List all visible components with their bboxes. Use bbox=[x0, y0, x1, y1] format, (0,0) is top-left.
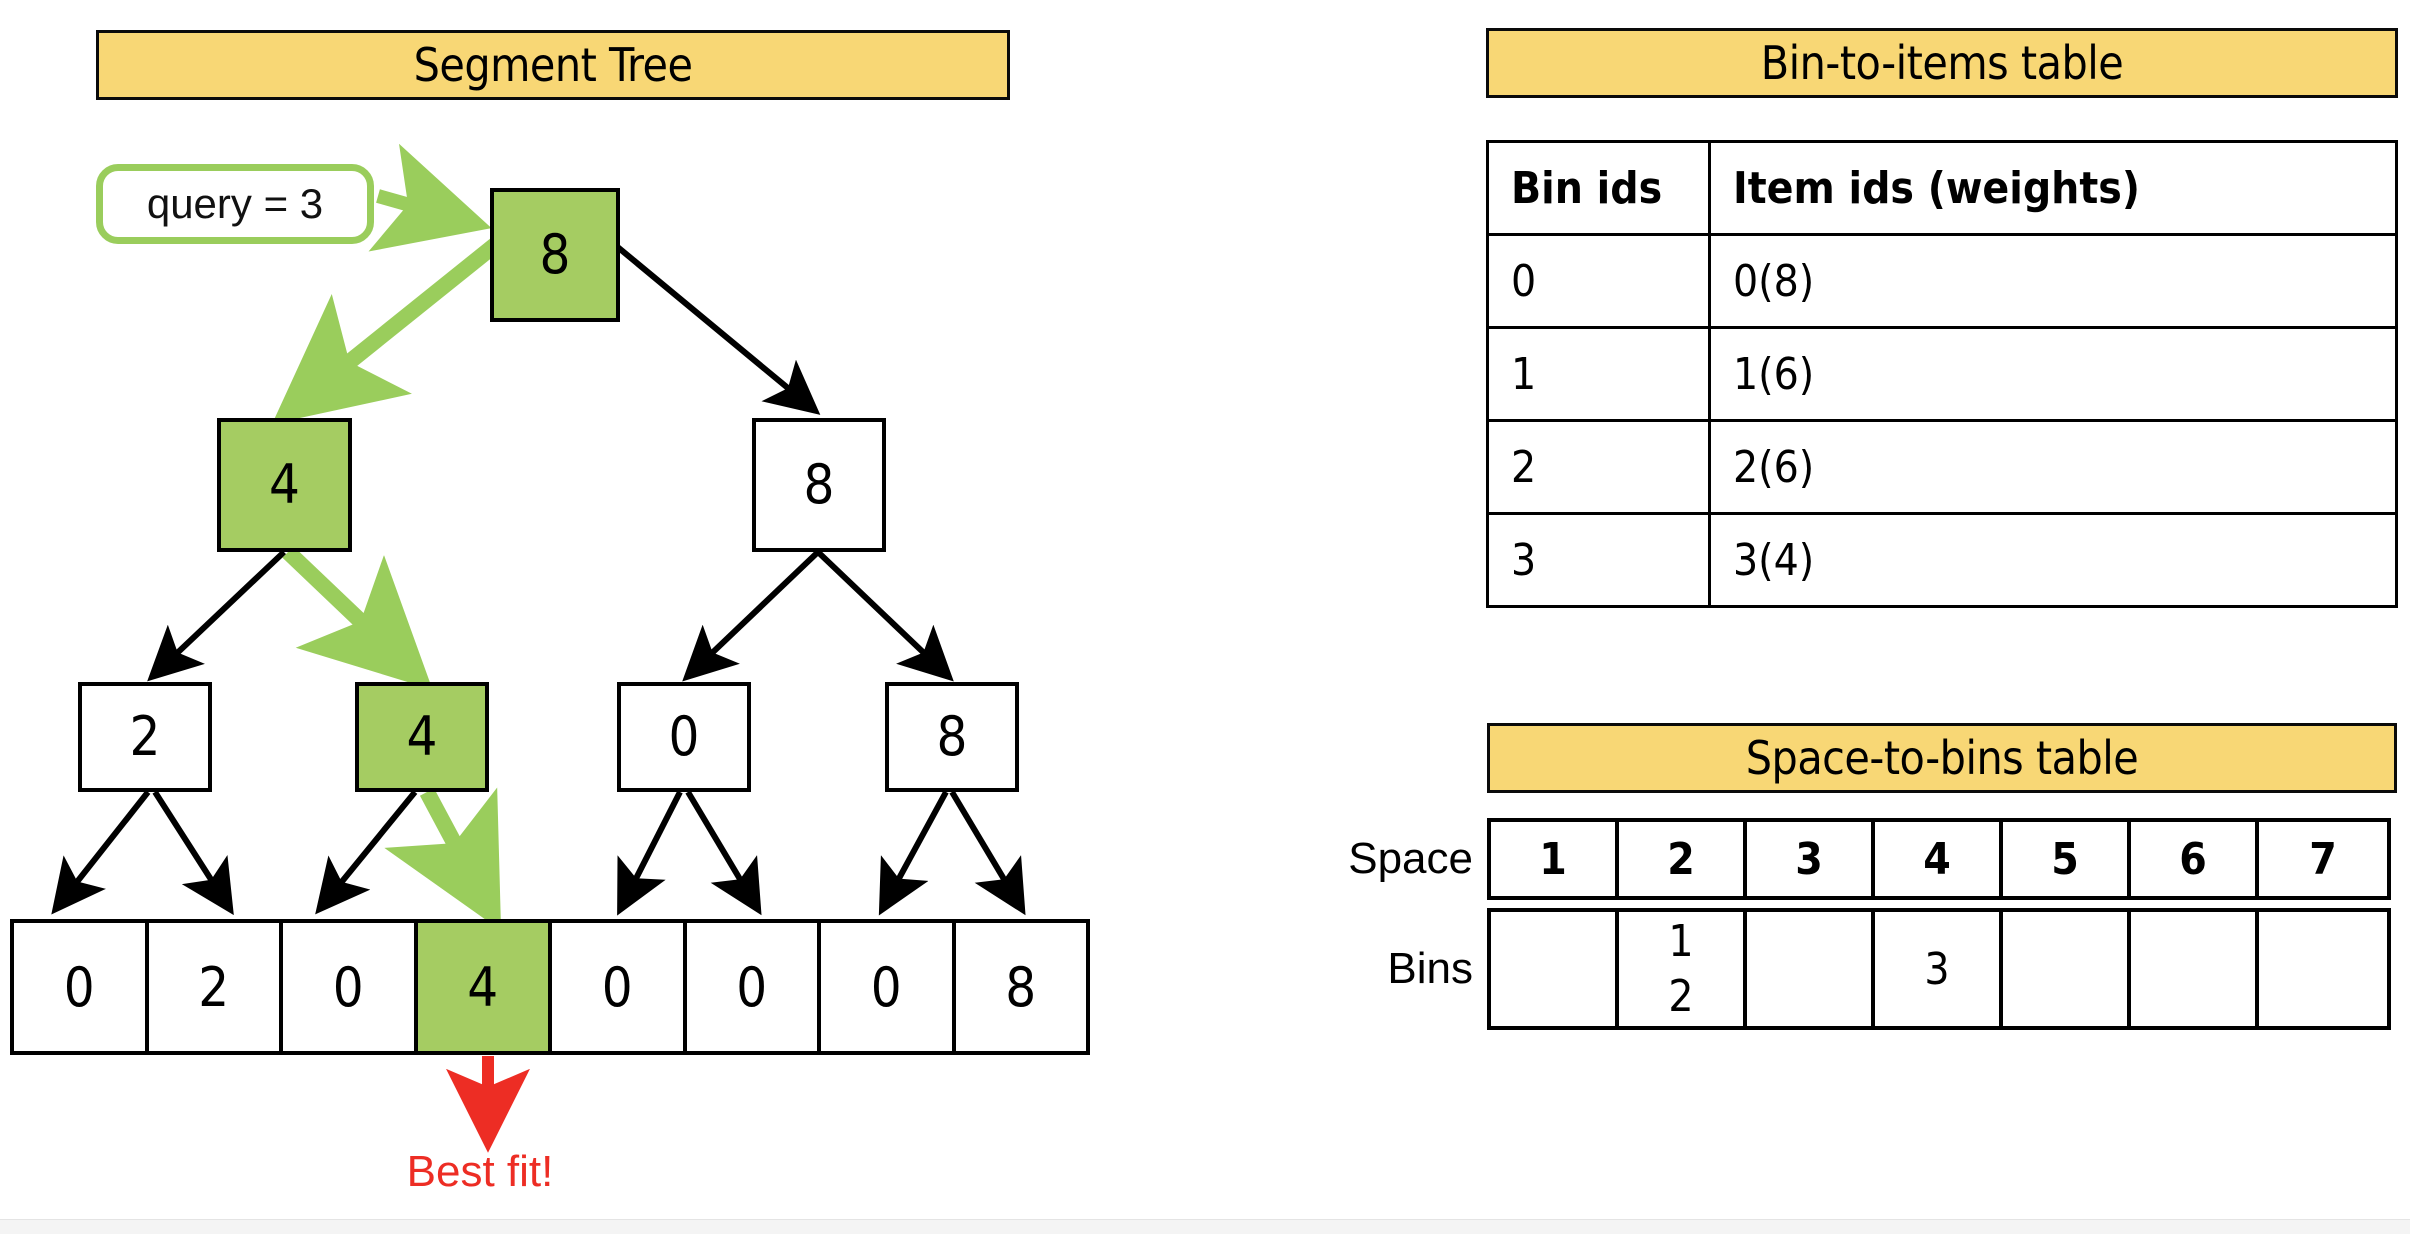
leaf-cell-6[interactable]: 0 bbox=[821, 923, 956, 1051]
tree-node-l2-2[interactable]: 0 bbox=[617, 682, 751, 792]
space-cell-3[interactable]: 3 bbox=[1747, 822, 1875, 896]
leaf-array: 0 2 0 4 0 0 0 8 bbox=[10, 919, 1090, 1055]
leaf-cell-7[interactable]: 8 bbox=[955, 923, 1086, 1051]
edge-node8-to-leaf7 bbox=[949, 790, 1026, 916]
tree-node-root[interactable]: 8 bbox=[490, 188, 620, 322]
space-cell-1[interactable]: 1 bbox=[1491, 822, 1619, 896]
cell-bin-id: 3 bbox=[1486, 512, 1711, 608]
tree-node-l2-0[interactable]: 2 bbox=[78, 682, 212, 792]
bins-stack-item: 3 bbox=[1924, 943, 1950, 995]
table-header-row: Bin ids Item ids (weights) bbox=[1486, 140, 2398, 236]
tree-node-l2-1[interactable]: 4 bbox=[355, 682, 489, 792]
cell-bin-id: 0 bbox=[1486, 233, 1711, 329]
bins-cell-5[interactable] bbox=[2003, 912, 2131, 1026]
tree-node-l1-left[interactable]: 4 bbox=[217, 418, 352, 552]
edge-node2-to-leaf1 bbox=[152, 790, 234, 916]
edge-l1right-to-node8 bbox=[815, 549, 954, 682]
table-row[interactable]: 2 2(6) bbox=[1486, 419, 2398, 515]
space-cell-6[interactable]: 6 bbox=[2131, 822, 2259, 896]
leaf-cell-3[interactable]: 4 bbox=[417, 923, 552, 1051]
bins-stack-item: 2 bbox=[1668, 971, 1694, 1022]
column-header-bin-ids: Bin ids bbox=[1486, 140, 1711, 236]
bins-cell-3[interactable] bbox=[1747, 912, 1875, 1026]
bins-stack-item: 1 bbox=[1668, 916, 1694, 967]
bottom-strip bbox=[0, 1219, 2410, 1234]
bins-cell-4[interactable]: 3 bbox=[1875, 912, 2003, 1026]
best-fit-label: Best fit! bbox=[406, 1147, 554, 1196]
bins-cell-6[interactable] bbox=[2131, 912, 2259, 1026]
column-header-item-ids: Item ids (weights) bbox=[1708, 140, 2398, 236]
space-cell-2[interactable]: 2 bbox=[1619, 822, 1747, 896]
bin-to-items-table: Bin ids Item ids (weights) 0 0(8) 1 1(6)… bbox=[1486, 140, 2398, 608]
leaf-cell-0[interactable]: 0 bbox=[14, 923, 149, 1051]
edge-l1right-to-node0 bbox=[682, 549, 821, 682]
space-cell-7[interactable]: 7 bbox=[2309, 833, 2337, 885]
edge-node8-to-leaf6 bbox=[878, 790, 949, 916]
bins-cell-1[interactable] bbox=[1491, 912, 1619, 1026]
bins-cell-7[interactable] bbox=[2259, 912, 2387, 1026]
leaf-cell-1[interactable]: 2 bbox=[148, 923, 283, 1051]
space-to-bins-banner: Space-to-bins table bbox=[1487, 723, 2397, 793]
cell-item-ids: 2(6) bbox=[1708, 419, 2398, 515]
table-row[interactable]: 3 3(4) bbox=[1486, 512, 2398, 608]
table-row[interactable]: 0 0(8) bbox=[1486, 233, 2398, 329]
edge-node0-to-leaf5 bbox=[685, 790, 762, 916]
segment-tree-banner: Segment Tree bbox=[96, 30, 1010, 100]
cell-bin-id: 1 bbox=[1486, 326, 1711, 422]
bin-to-items-banner: Bin-to-items table bbox=[1486, 28, 2398, 98]
edge-node2-to-leaf0 bbox=[51, 790, 151, 915]
space-cell-5[interactable]: 5 bbox=[2003, 822, 2131, 896]
query-arrow bbox=[368, 143, 492, 252]
cell-item-ids: 0(8) bbox=[1708, 233, 2398, 329]
leaf-cell-2[interactable]: 0 bbox=[283, 923, 418, 1051]
query-callout: query = 3 bbox=[96, 164, 374, 244]
edge-l1left-to-node2 bbox=[147, 549, 287, 682]
bins-label-text: Bins bbox=[1387, 944, 1473, 993]
edge-l1left-to-node4-highlighted bbox=[282, 546, 433, 690]
tree-node-l1-right[interactable]: 8 bbox=[752, 418, 886, 552]
tree-node-l2-3[interactable]: 8 bbox=[885, 682, 1019, 792]
leaf-cell-5[interactable]: 0 bbox=[686, 923, 821, 1051]
cell-item-ids: 1(6) bbox=[1708, 326, 2398, 422]
space-label-text: Space bbox=[1348, 834, 1473, 883]
table-row[interactable]: 1 1(6) bbox=[1486, 326, 2398, 422]
leaf-cell-4[interactable]: 0 bbox=[552, 923, 687, 1051]
edge-node4-to-leaf3-highlighted bbox=[384, 787, 502, 931]
cell-item-ids: 3(4) bbox=[1708, 512, 2398, 608]
space-cells: 1 2 3 4 5 6 7 bbox=[1487, 818, 2391, 900]
edge-node0-to-leaf4 bbox=[617, 790, 683, 916]
space-cell-4[interactable]: 4 bbox=[1875, 822, 2003, 896]
space-row: Space 1 2 3 4 5 6 7 bbox=[1348, 818, 2391, 900]
edge-node4-to-leaf2 bbox=[315, 790, 418, 915]
cell-bin-id: 2 bbox=[1486, 419, 1711, 515]
